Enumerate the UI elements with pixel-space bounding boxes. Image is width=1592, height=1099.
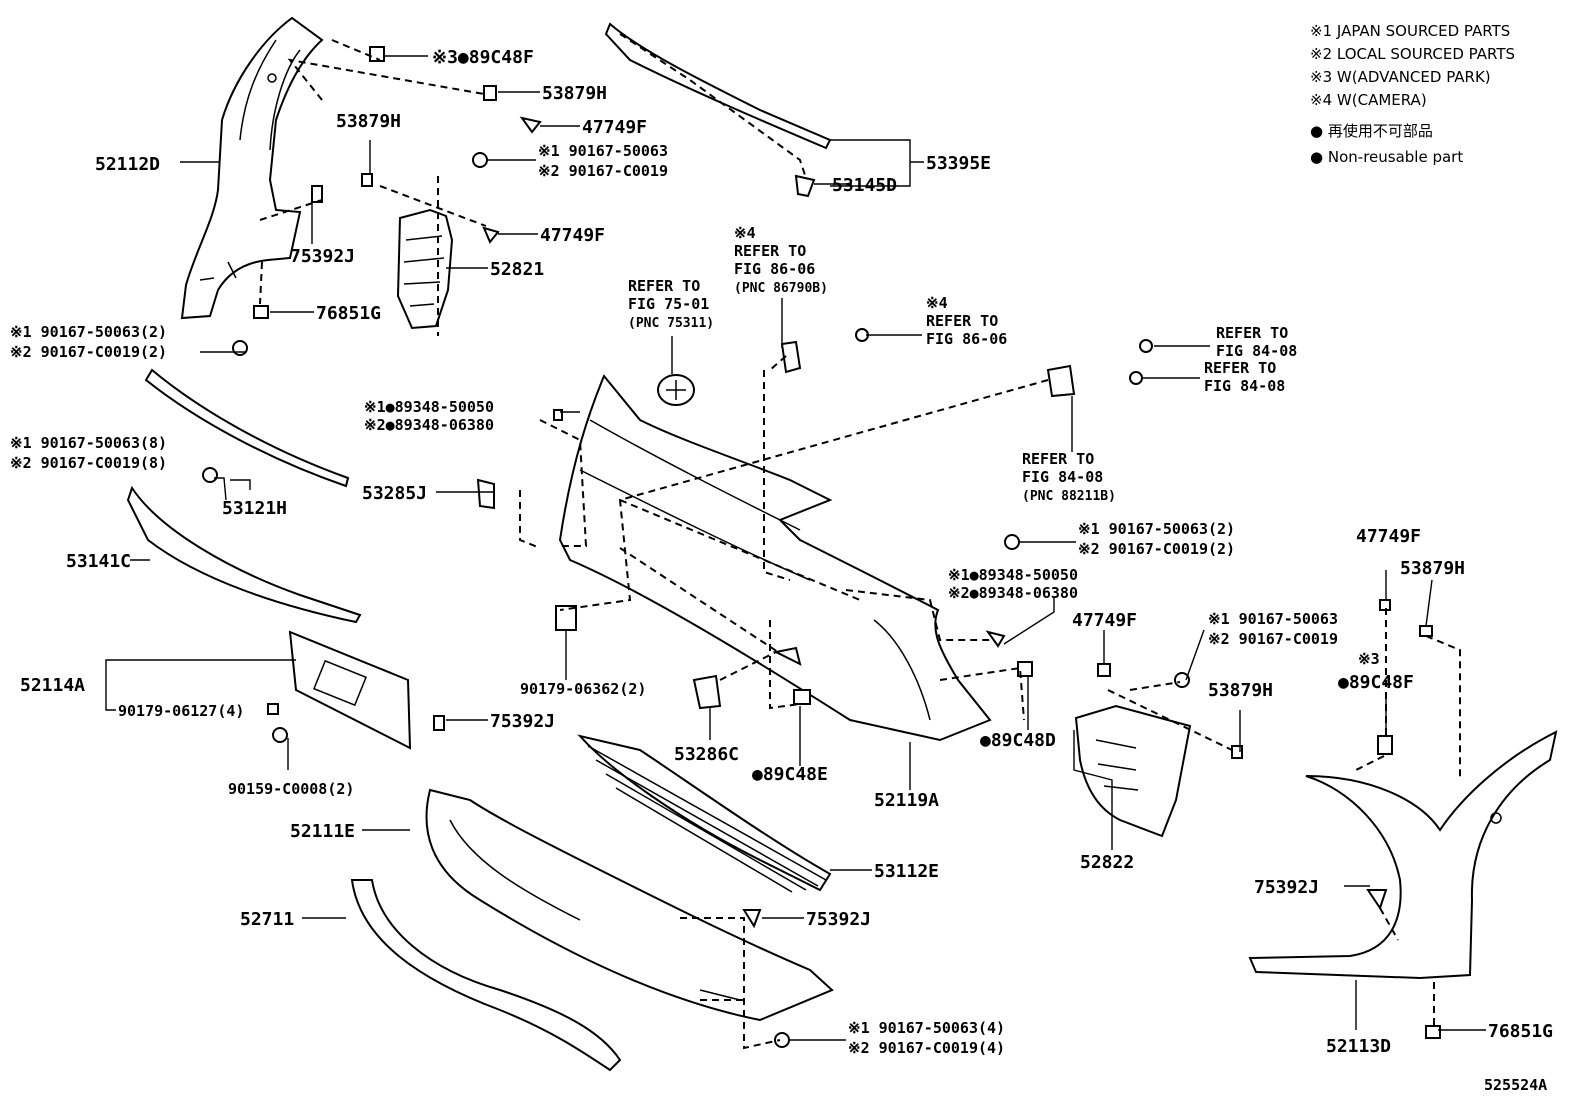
- legend-item-2: ※2 LOCAL SOURCED PARTS: [1310, 45, 1515, 63]
- label-53879H-b: 53879H: [336, 111, 401, 132]
- label-53286C: 53286C: [674, 744, 739, 765]
- license-bracket-drawing: [288, 630, 412, 750]
- label-90167-a2: ※2 90167-C0019: [538, 162, 668, 180]
- label-53879H-c: 53879H: [1208, 680, 1273, 701]
- ref-84-08-c-line1: REFER TO: [1022, 450, 1094, 468]
- label-52822: 52822: [1080, 852, 1134, 873]
- label-89C48E: ●89C48E: [752, 764, 828, 785]
- label-52112D: 52112D: [95, 154, 160, 175]
- callout-labels: 52112D ※3●89C48F 53879H 47749F 53879H ※1…: [10, 47, 1553, 1094]
- legend-item-1: ※1 JAPAN SOURCED PARTS: [1310, 22, 1510, 40]
- label-90167-b1: ※1 90167-50063(2): [10, 323, 167, 341]
- label-89C48F-b: ●89C48F: [1338, 672, 1414, 693]
- legend-item-4: ※4 W(CAMERA): [1310, 91, 1427, 109]
- ref-75-01-line3: (PNC 75311): [628, 316, 714, 331]
- ref-75-01-line2: FIG 75-01: [628, 295, 709, 313]
- label-75392J-d: 75392J: [1254, 877, 1319, 898]
- upper-molding-drawing: [604, 22, 832, 150]
- label-90167-f2: ※2 90167-C0019: [1208, 630, 1338, 648]
- label-89348-a2: ※2●89348-06380: [364, 416, 494, 434]
- label-47749F-c: 47749F: [1072, 610, 1137, 631]
- assembly-lines: [259, 33, 1461, 1050]
- label-90167-f1: ※1 90167-50063: [1208, 610, 1338, 628]
- label-90159: 90159-C0008(2): [228, 780, 354, 798]
- leader-lines: [105, 55, 1486, 1041]
- label-53879H-d: 53879H: [1400, 558, 1465, 579]
- ref-75-01-line1: REFER TO: [628, 277, 700, 295]
- label-52119A: 52119A: [874, 790, 939, 811]
- ref-86-06-b-line2: FIG 86-06: [926, 330, 1007, 348]
- label-89C48F-b-mark: ※3: [1358, 650, 1380, 668]
- label-90167-d2: ※2 90167-C0019(4): [848, 1039, 1005, 1057]
- label-90167-b2: ※2 90167-C0019(2): [10, 343, 167, 361]
- upper-retainer-drawing: [144, 368, 350, 488]
- label-75392J-c: 75392J: [806, 909, 871, 930]
- label-90179-06127: 90179-06127(4): [118, 702, 244, 720]
- label-53879H-a: 53879H: [542, 83, 607, 104]
- label-53112E: 53112E: [874, 861, 939, 882]
- label-52711: 52711: [240, 909, 294, 930]
- ref-86-06-a-line1: REFER TO: [734, 242, 806, 260]
- label-53141C: 53141C: [66, 551, 131, 572]
- ref-84-08-a-line2: FIG 84-08: [1216, 342, 1297, 360]
- label-47749F-b: 47749F: [540, 225, 605, 246]
- label-90167-c1: ※1 90167-50063(8): [10, 434, 167, 452]
- label-52114A: 52114A: [20, 675, 85, 696]
- ref-86-06-a-line2: FIG 86-06: [734, 260, 815, 278]
- ref-86-06-b-mark: ※4: [926, 294, 948, 312]
- label-89348-b2: ※2●89348-06380: [948, 584, 1078, 602]
- label-90167-d1: ※1 90167-50063(4): [848, 1019, 1005, 1037]
- label-89C48F-a: ※3●89C48F: [432, 47, 534, 68]
- label-90167-a1: ※1 90167-50063: [538, 142, 668, 160]
- lower-retainer-drawing: [126, 485, 362, 624]
- legend-item-3: ※3 W(ADVANCED PARK): [1310, 68, 1491, 86]
- diagram-id: 525524A: [1484, 1076, 1547, 1094]
- ref-86-06-a-mark: ※4: [734, 224, 756, 242]
- label-53145D: 53145D: [832, 175, 897, 196]
- label-76851G-b: 76851G: [1488, 1021, 1553, 1042]
- label-89348-b1: ※1●89348-50050: [948, 566, 1078, 584]
- bumper-cover-drawing: [558, 374, 992, 742]
- fasteners: [202, 46, 1441, 1048]
- label-75392J-a: 75392J: [290, 246, 355, 267]
- label-90167-e1: ※1 90167-50063(2): [1078, 520, 1235, 538]
- label-53285J: 53285J: [362, 483, 427, 504]
- label-52111E: 52111E: [290, 821, 355, 842]
- label-53121H: 53121H: [222, 498, 287, 519]
- ref-84-08-c-line3: (PNC 88211B): [1022, 489, 1116, 504]
- label-75392J-b: 75392J: [490, 711, 555, 732]
- label-47749F-d: 47749F: [1356, 526, 1421, 547]
- lower-bumper-drawing: [425, 788, 834, 1022]
- fender-liner-left-drawing: [180, 16, 324, 320]
- spoiler-drawing: [350, 879, 622, 1072]
- ref-86-06-a-line3: (PNC 86790B): [734, 281, 828, 296]
- air-duct-right-drawing: [1074, 704, 1192, 838]
- fender-liner-right-drawing: [1248, 730, 1558, 980]
- label-52821: 52821: [490, 259, 544, 280]
- ref-86-06-b-line1: REFER TO: [926, 312, 998, 330]
- air-duct-left-drawing: [396, 208, 454, 330]
- label-90179-06362: 90179-06362(2): [520, 680, 646, 698]
- label-90167-e2: ※2 90167-C0019(2): [1078, 540, 1235, 558]
- label-47749F-a: 47749F: [582, 117, 647, 138]
- label-90167-c2: ※2 90167-C0019(8): [10, 454, 167, 472]
- label-89C48D: ●89C48D: [980, 730, 1056, 751]
- label-76851G-a: 76851G: [316, 303, 381, 324]
- legend-item-6: ● Non-reusable part: [1310, 148, 1463, 166]
- grille-drawing: [577, 734, 832, 893]
- label-52113D: 52113D: [1326, 1036, 1391, 1057]
- label-53395E: 53395E: [926, 153, 991, 174]
- ref-84-08-a-line1: REFER TO: [1216, 324, 1288, 342]
- ref-84-08-b-line1: REFER TO: [1204, 359, 1276, 377]
- ref-84-08-b-line2: FIG 84-08: [1204, 377, 1285, 395]
- ref-84-08-c-line2: FIG 84-08: [1022, 468, 1103, 486]
- legend: ※1 JAPAN SOURCED PARTS ※2 LOCAL SOURCED …: [1310, 22, 1515, 166]
- label-89348-a1: ※1●89348-50050: [364, 398, 494, 416]
- legend-item-5: ● 再使用不可部品: [1310, 122, 1433, 140]
